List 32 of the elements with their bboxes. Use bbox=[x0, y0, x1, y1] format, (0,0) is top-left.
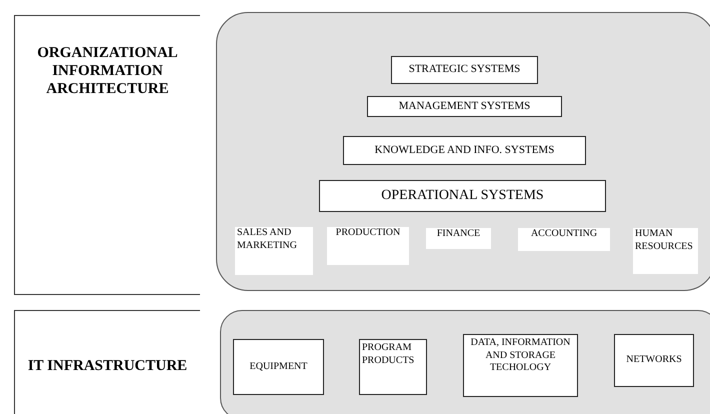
section-title-panel bbox=[14, 15, 200, 295]
system-tier-box bbox=[614, 334, 694, 387]
box-label: HUMAN RESOURCES bbox=[634, 228, 694, 253]
box-label: PRODUCTION bbox=[334, 227, 402, 240]
box-label: SALES AND MARKETING bbox=[236, 227, 298, 252]
box-label: NETWORKS bbox=[625, 354, 683, 367]
system-tier-box bbox=[233, 339, 324, 395]
box-label: FINANCE bbox=[436, 228, 482, 240]
box-label: PROGRAM PRODUCTS bbox=[361, 342, 416, 367]
system-tier-box bbox=[343, 136, 586, 165]
department-box bbox=[633, 228, 698, 274]
department-box bbox=[426, 228, 491, 249]
box-label: KNOWLEDGE AND INFO. SYSTEMS bbox=[374, 144, 556, 158]
section-title: IT INFRASTRUCTURE bbox=[26, 356, 188, 374]
department-box bbox=[327, 227, 409, 265]
box-label: DATA, INFORMATION AND STORAGE TECHOLOGY bbox=[470, 337, 572, 374]
system-tier-box bbox=[391, 56, 538, 84]
box-label: MANAGEMENT SYSTEMS bbox=[398, 100, 532, 114]
system-tier-box bbox=[463, 334, 578, 397]
box-label: EQUIPMENT bbox=[248, 360, 308, 374]
system-tier-box bbox=[367, 96, 562, 117]
system-tier-box bbox=[319, 180, 606, 212]
department-box bbox=[518, 228, 610, 251]
box-label: STRATEGIC SYSTEMS bbox=[408, 63, 522, 77]
section-title: ORGANIZATIONAL INFORMATION ARCHITECTURE bbox=[36, 44, 179, 98]
layer-panel bbox=[220, 310, 710, 414]
box-label: OPERATIONAL SYSTEMS bbox=[380, 187, 545, 205]
section-title-panel bbox=[14, 310, 200, 414]
layer-panel bbox=[216, 12, 710, 291]
department-box bbox=[235, 227, 313, 275]
box-label: ACCOUNTING bbox=[530, 228, 598, 240]
system-tier-box bbox=[359, 339, 427, 395]
